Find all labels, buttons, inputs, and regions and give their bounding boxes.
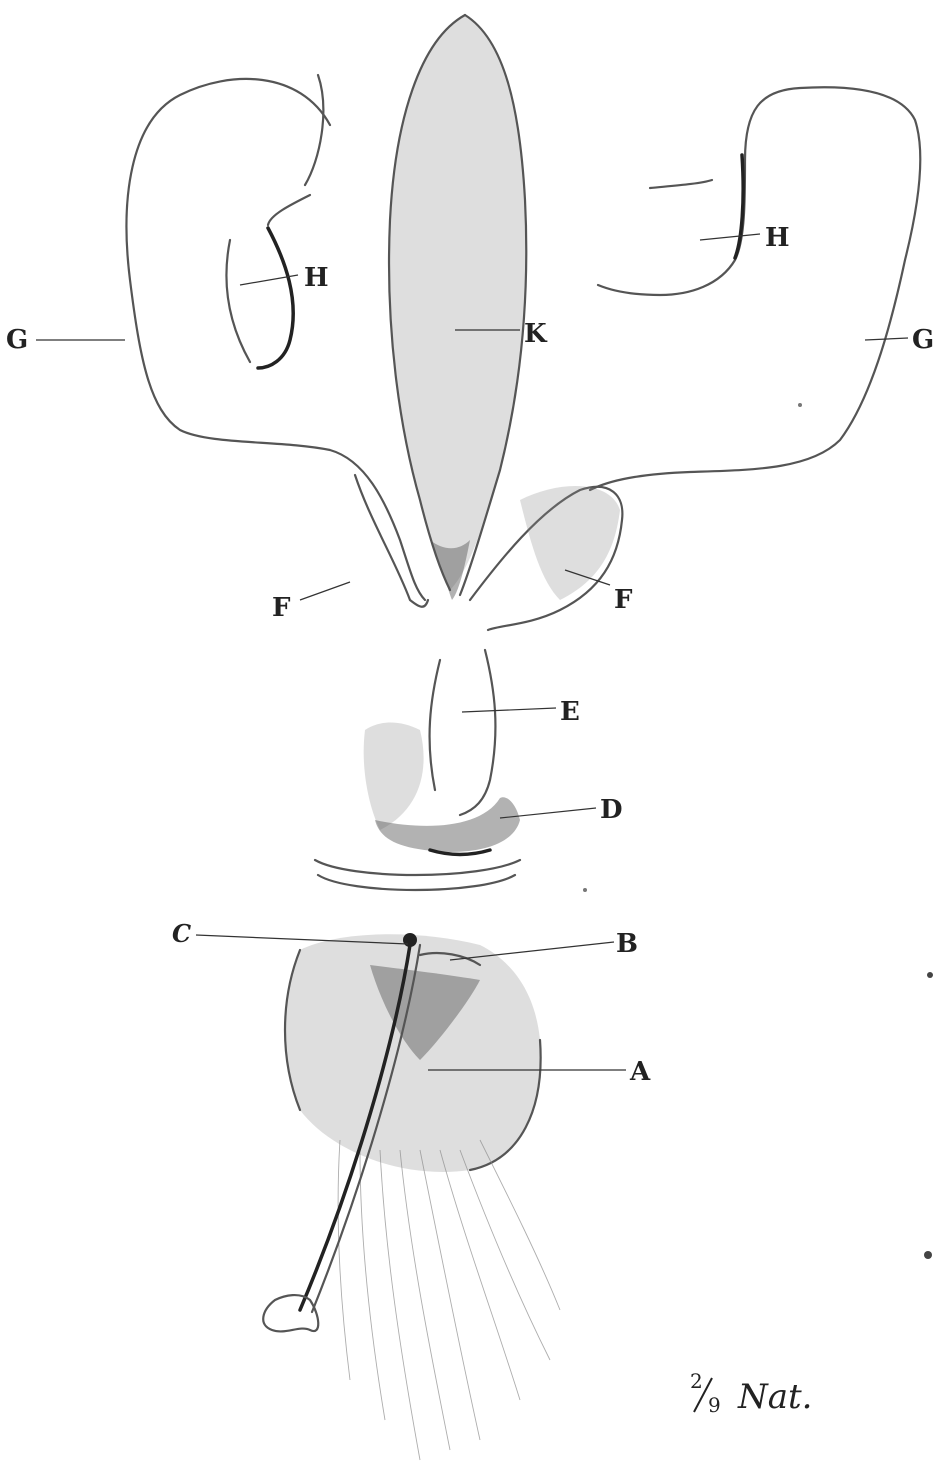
scale-numerator: 2 bbox=[690, 1369, 703, 1393]
label-e: E bbox=[560, 697, 580, 727]
organ-g-left bbox=[127, 75, 425, 600]
label-g-left: G bbox=[6, 325, 28, 355]
label-d: D bbox=[600, 795, 623, 825]
scale-annotation: 2 9 Nat. bbox=[690, 1369, 813, 1417]
label-f-right: F bbox=[614, 585, 633, 615]
scale-denominator: 9 bbox=[708, 1393, 721, 1417]
organ-e bbox=[364, 650, 496, 830]
label-b: B bbox=[616, 929, 638, 959]
label-a: A bbox=[629, 1057, 651, 1087]
label-g-right: G bbox=[912, 325, 934, 355]
organ-a bbox=[285, 934, 541, 1172]
organ-band bbox=[315, 860, 520, 890]
label-h-left: H bbox=[304, 263, 329, 293]
stray-dots bbox=[583, 403, 933, 1259]
label-c: C bbox=[172, 919, 191, 948]
hair-strands bbox=[338, 1140, 560, 1460]
label-f-left: F bbox=[272, 593, 291, 623]
organ-h-right bbox=[650, 155, 743, 258]
label-k: K bbox=[524, 319, 548, 349]
scale-text: Nat. bbox=[737, 1377, 813, 1417]
label-h-right: H bbox=[765, 223, 790, 253]
organ-h-left bbox=[226, 195, 310, 368]
organ-k bbox=[389, 15, 526, 600]
organ-g-right bbox=[590, 87, 920, 490]
